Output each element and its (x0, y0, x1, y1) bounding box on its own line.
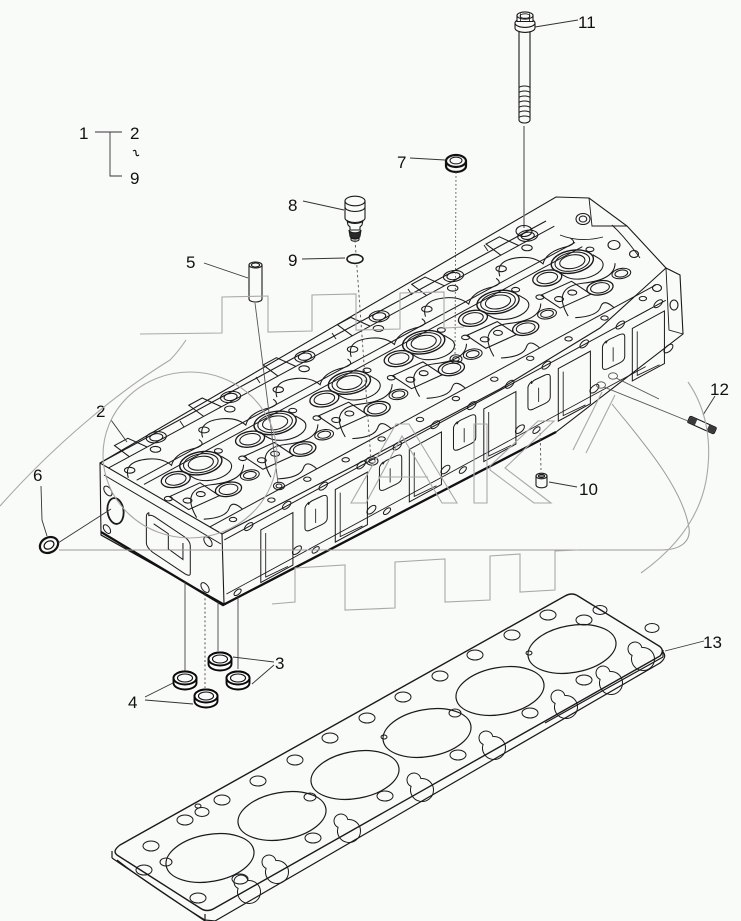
svg-text:13: 13 (703, 633, 722, 652)
svg-text:4: 4 (128, 693, 137, 712)
svg-text:9: 9 (288, 251, 297, 270)
svg-text:2: 2 (96, 402, 105, 421)
svg-text:9: 9 (130, 169, 139, 188)
svg-text:10: 10 (579, 480, 598, 499)
svg-text:7: 7 (397, 153, 406, 172)
svg-text:8: 8 (288, 196, 297, 215)
svg-text:3: 3 (275, 654, 284, 673)
svg-text:1: 1 (79, 124, 88, 143)
svg-text:12: 12 (710, 380, 729, 399)
svg-text:2: 2 (130, 124, 139, 143)
svg-text:6: 6 (33, 466, 42, 485)
svg-text:11: 11 (578, 13, 596, 32)
svg-text:5: 5 (186, 253, 195, 272)
